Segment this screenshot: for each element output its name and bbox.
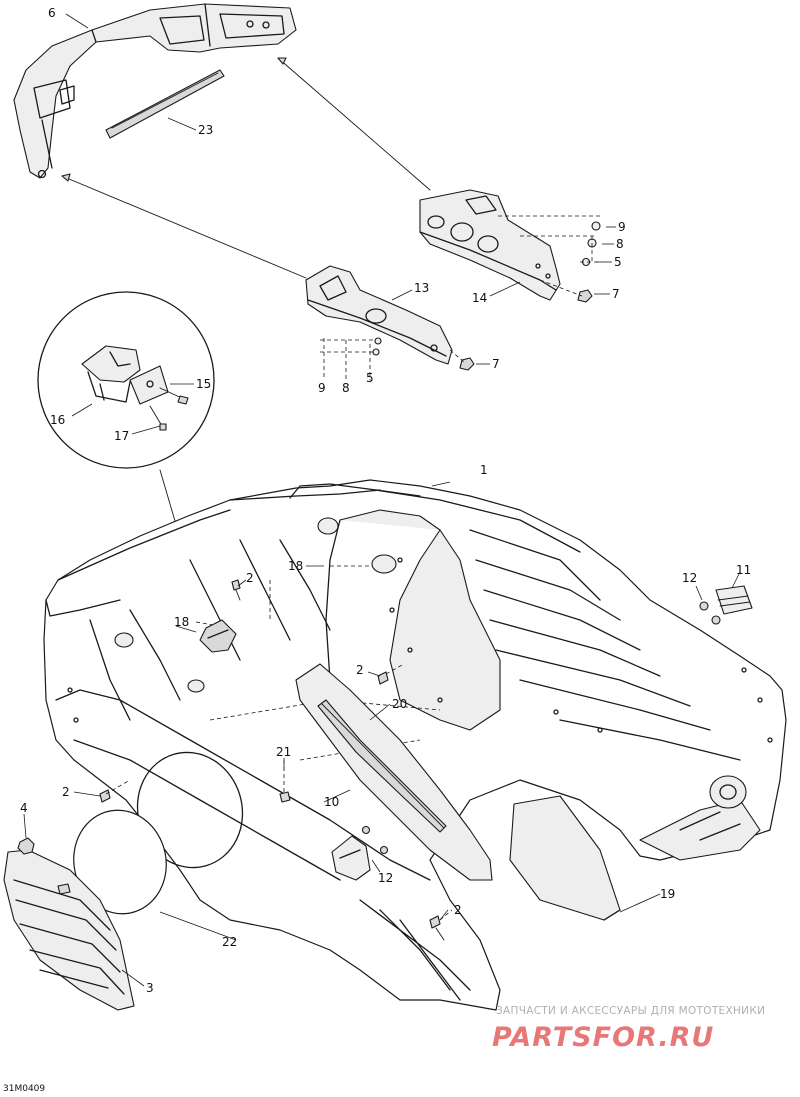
label-17: 17 (114, 429, 129, 443)
label-22: 22 (222, 935, 237, 949)
left-bracket-part (305, 265, 453, 365)
label-23: 23 (198, 123, 213, 137)
label-18b: 18 (174, 615, 189, 629)
label-5a: 5 (614, 255, 622, 269)
watermark-tagline: ЗАПЧАСТИ И АКСЕССУАРЫ ДЛЯ МОТОТЕХНИКИ (496, 1005, 765, 1017)
bracket-fasteners (320, 215, 601, 380)
seal-strip-part (105, 69, 225, 139)
label-2c: 2 (62, 785, 70, 799)
drawing-code: 31M0409 (3, 1084, 45, 1094)
label-6: 6 (48, 6, 56, 20)
small-hardware (99, 565, 453, 941)
label-18a: 18 (288, 559, 303, 573)
foam-block-part (509, 795, 621, 921)
watermark: ЗАПЧАСТИ И АКСЕССУАРЫ ДЛЯ МОТОТЕХНИКИ PA… (492, 1005, 765, 1053)
label-7a: 7 (612, 287, 620, 301)
label-21: 21 (276, 745, 291, 759)
label-2d: 2 (454, 903, 462, 917)
detail-circle (37, 291, 215, 641)
label-14: 14 (472, 291, 487, 305)
label-2b: 2 (356, 663, 364, 677)
part-labels: 6 23 9 8 5 7 14 13 9 8 5 7 15 16 17 1 18… (20, 6, 751, 995)
label-8a: 8 (616, 237, 624, 251)
label-3: 3 (146, 981, 154, 995)
label-9a: 9 (618, 220, 626, 234)
label-19: 19 (660, 887, 675, 901)
label-13: 13 (414, 281, 429, 295)
grab-handle-part (13, 3, 297, 179)
right-bracket-part (419, 189, 561, 301)
inner-trim-part (295, 663, 493, 881)
label-7b: 7 (492, 357, 500, 371)
right-clip-part (699, 585, 753, 625)
label-12b: 12 (378, 871, 393, 885)
label-10: 10 (324, 795, 339, 809)
nut-part (17, 837, 35, 855)
label-12a: 12 (682, 571, 697, 585)
label-4: 4 (20, 801, 28, 815)
label-20: 20 (392, 697, 407, 711)
label-5b: 5 (366, 371, 374, 385)
label-2a: 2 (246, 571, 254, 585)
label-8b: 8 (342, 381, 350, 395)
round-cover-part (73, 809, 167, 915)
label-11: 11 (736, 563, 751, 577)
callout-leaders (23, 13, 741, 987)
label-16: 16 (50, 413, 65, 427)
assembly-arrows (61, 57, 431, 279)
label-9b: 9 (318, 381, 326, 395)
side-grille-part (3, 849, 135, 1011)
label-1: 1 (480, 463, 488, 477)
center-clip-part (331, 825, 389, 881)
label-15: 15 (196, 377, 211, 391)
watermark-brand: PARTSFOR.RU (492, 1022, 714, 1053)
bellypan-shell-part (43, 479, 787, 1011)
